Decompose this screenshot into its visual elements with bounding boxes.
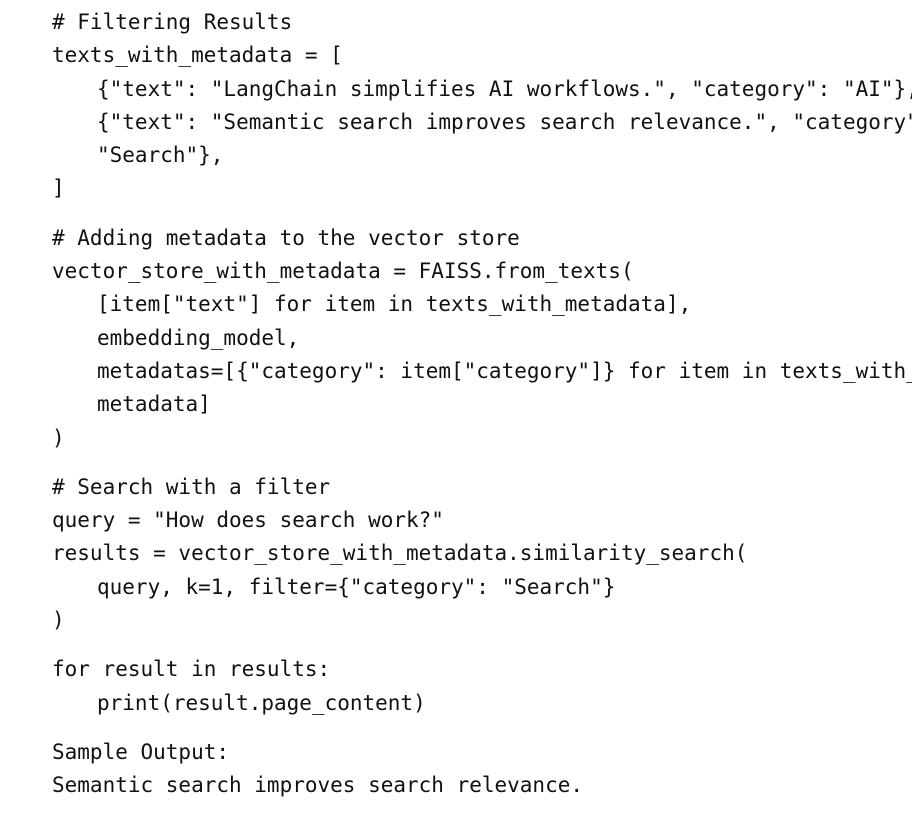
code-line: # Filtering Results: [52, 10, 293, 34]
code-line: "Search"},: [97, 143, 224, 168]
code-line: [item["text"] for item in texts_with_met…: [97, 292, 692, 317]
code-line: results = vector_store_with_metadata.sim…: [52, 541, 748, 566]
code-block: # Filtering Results texts_with_metadata =…: [52, 6, 912, 206]
code-listing: # Filtering Results texts_with_metadata =…: [52, 6, 912, 819]
code-line: metadata]: [97, 392, 211, 417]
code-line: metadatas=[{"category": item["category"]…: [97, 358, 912, 383]
code-line: print(result.page_content): [97, 690, 426, 715]
code-line: Sample Output:: [52, 739, 230, 764]
code-block: # Search with a filter query = "How does …: [52, 471, 912, 637]
code-line: query = "How does search work?": [52, 508, 444, 533]
code-line: embedding_model,: [97, 325, 300, 350]
code-line: query, k=1, filter={"category": "Search"…: [97, 574, 616, 599]
code-line: vector_store_with_metadata = FAISS.from_…: [52, 259, 634, 284]
code-line: Semantic search improves search relevanc…: [52, 773, 584, 798]
code-line: # Adding metadata to the vector store: [52, 225, 520, 250]
code-line: # Search with a filter: [52, 474, 331, 499]
code-line: {"text": "LangChain simplifies AI workfl…: [97, 76, 912, 101]
code-line: {"text": "Semantic search improves searc…: [97, 109, 912, 134]
code-line: ]: [52, 176, 65, 201]
code-line: ): [52, 425, 65, 450]
code-block: Sample Output: Semantic search improves s…: [52, 736, 912, 803]
code-block: # Adding metadata to the vector store vec…: [52, 222, 912, 455]
code-line: for result in results:: [52, 657, 331, 682]
code-block: for result in results: print(result.page_…: [52, 653, 912, 720]
code-line: texts_with_metadata = [: [52, 43, 343, 68]
code-line: ): [52, 608, 65, 633]
